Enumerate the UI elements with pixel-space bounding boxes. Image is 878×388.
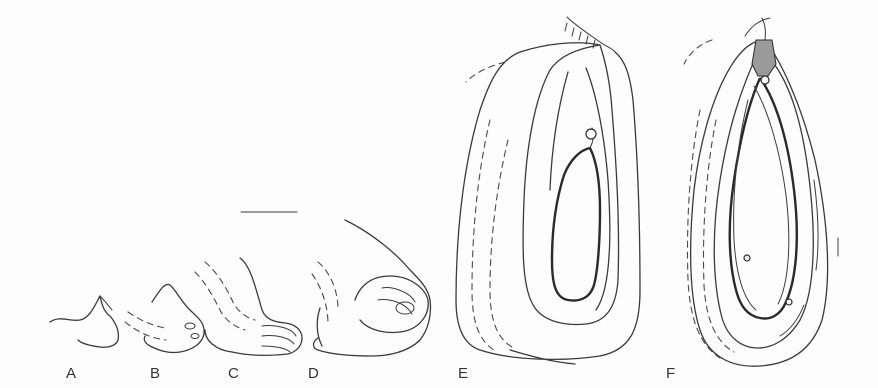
panel-c-drawing [195,212,302,355]
panel-label-b: B [150,365,161,382]
panel-label-c: C [228,365,239,382]
panel-label-a: A [66,365,77,382]
panel-e-drawing [456,17,640,364]
panel-a-drawing [50,296,118,347]
panel-label-d: D [308,365,319,382]
panel-label-f: F [666,365,676,382]
panel-b-drawing [125,284,204,352]
panel-d-drawing [312,220,431,356]
panel-f-drawing [684,18,838,366]
panel-label-e: E [458,365,469,382]
